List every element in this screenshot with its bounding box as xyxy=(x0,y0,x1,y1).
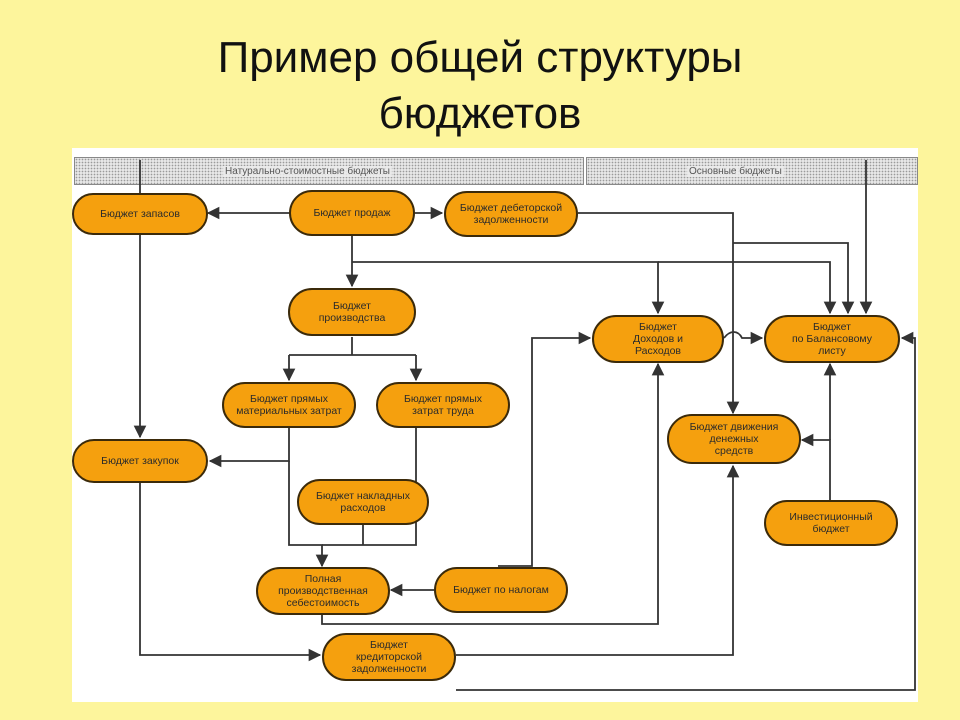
arrow-materials-to-fullcost xyxy=(288,461,329,568)
arrow-payables-to-cashflow xyxy=(456,464,740,656)
band-main-budgets: Основные бюджеты xyxy=(586,157,918,185)
arrow-production-to-materials xyxy=(289,354,416,380)
node-balance-budget: Бюджет по Балансовому листу xyxy=(764,315,900,363)
slide-title: Пример общей структуры бюджетов xyxy=(0,30,960,142)
arrow-income-expense-to-balance xyxy=(723,331,764,345)
node-full-cost: Полная производственная себестоимость xyxy=(256,567,390,615)
band-left-label: Натурально-стоимостные бюджеты xyxy=(223,166,392,177)
node-production-budget: Бюджет производства xyxy=(288,288,416,336)
node-sales-budget: Бюджет продаж xyxy=(289,190,415,236)
node-cash-flow-budget: Бюджет движения денежных средств xyxy=(667,414,801,464)
arrow-receivables-to-balance xyxy=(733,242,855,315)
node-direct-materials-budget: Бюджет прямых материальных затрат xyxy=(222,382,356,428)
node-purchases-budget: Бюджет закупок xyxy=(72,439,208,483)
title-line-2: бюджетов xyxy=(378,89,582,138)
arrow-receivables-to-cashflow xyxy=(578,212,740,415)
node-overhead-budget: Бюджет накладных расходов xyxy=(297,479,429,525)
arrow-inventory-to-payables xyxy=(139,461,322,662)
arrow-investment-to-cashflow xyxy=(800,433,831,500)
node-inventory-budget: Бюджет запасов xyxy=(72,193,208,235)
node-taxes-budget: Бюджет по налогам xyxy=(434,567,568,613)
band-right-label: Основные бюджеты xyxy=(687,166,784,177)
title-line-1: Пример общей структуры xyxy=(217,33,743,82)
node-income-expense-budget: Бюджет Доходов и Расходов xyxy=(592,315,724,363)
arrow-labor-to-fullcost xyxy=(322,428,417,546)
arrow-payables-to-balance xyxy=(456,331,916,691)
node-receivables-budget: Бюджет дебеторской задолженности xyxy=(444,191,578,237)
node-direct-labor-budget: Бюджет прямых затрат труда xyxy=(376,382,510,428)
band-natural-cost-budgets: Натурально-стоимостные бюджеты xyxy=(74,157,584,185)
node-payables-budget: Бюджет кредиторской задолженности xyxy=(322,633,456,681)
arrow-sales-to-balance xyxy=(658,261,837,315)
arrow-materials-to-purchases xyxy=(208,426,290,468)
node-investment-budget: Инвестиционный бюджет xyxy=(764,500,898,546)
arrow-taxes-to-income-expense xyxy=(498,331,592,567)
arrow-fullcost-to-income-expense xyxy=(321,362,665,625)
